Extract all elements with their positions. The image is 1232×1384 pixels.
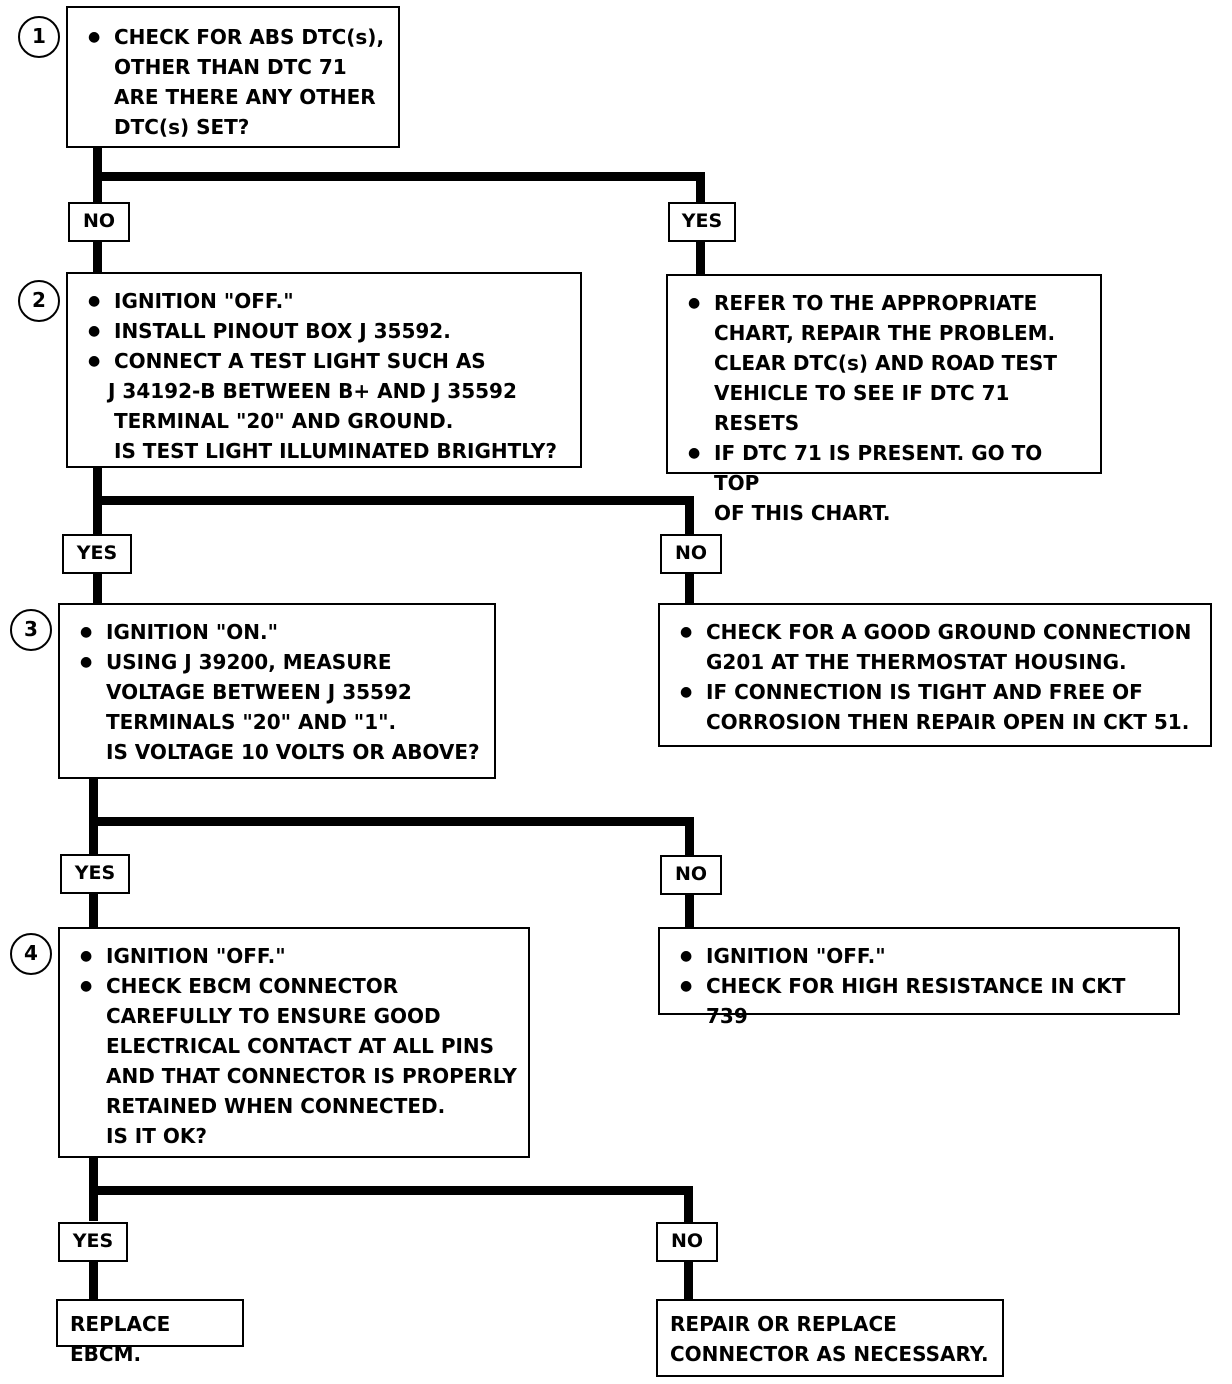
- text-line: CHECK FOR A GOOD GROUND CONNECTION: [706, 620, 1192, 644]
- step-1-bullet: CHECK FOR ABS DTC(s), OTHER THAN DTC 71 …: [80, 22, 390, 142]
- connector: [89, 817, 694, 826]
- text-line: REPAIR OR REPLACE: [670, 1312, 897, 1336]
- result-1-bullet-1: REFER TO THE APPROPRIATE CHART, REPAIR T…: [680, 288, 1092, 438]
- text-line: TERMINALS "20" AND "1".: [106, 710, 397, 734]
- text-line: IF DTC 71 IS PRESENT. GO TO TOP: [714, 441, 1043, 495]
- step-number-3: 3: [10, 609, 52, 651]
- result-ground-connection-box: CHECK FOR A GOOD GROUND CONNECTION G201 …: [658, 603, 1212, 747]
- connector: [685, 893, 694, 929]
- text-line: G201 AT THE THERMOSTAT HOUSING.: [706, 650, 1127, 674]
- no-label: NO: [68, 202, 130, 242]
- result-replace-ebcm-box: REPLACE EBCM.: [56, 1299, 244, 1366]
- text-line: CHECK FOR HIGH RESISTANCE IN CKT 739: [706, 974, 1126, 1028]
- step-number-1: 1: [18, 16, 60, 58]
- connector: [89, 892, 98, 928]
- text-line: IS TEST LIGHT ILLUMINATED BRIGHTLY?: [114, 439, 557, 463]
- step-2-bullet-1: IGNITION "OFF.": [80, 286, 572, 316]
- connector: [89, 1259, 98, 1301]
- text-line: OTHER THAN DTC 71: [114, 55, 347, 79]
- yes-label: YES: [62, 534, 132, 574]
- text-line: CORROSION THEN REPAIR OPEN IN CKT 51.: [706, 710, 1190, 734]
- no-label: NO: [656, 1222, 718, 1262]
- text-line: ARE THERE ANY OTHER: [114, 85, 376, 109]
- result-2-bullet-2: IF CONNECTION IS TIGHT AND FREE OF CORRO…: [672, 677, 1202, 737]
- result-high-resistance-box: IGNITION "OFF." CHECK FOR HIGH RESISTANC…: [658, 927, 1180, 1028]
- no-label: NO: [660, 855, 722, 895]
- step-1-box: CHECK FOR ABS DTC(s), OTHER THAN DTC 71 …: [66, 6, 400, 148]
- text-line: CHECK EBCM CONNECTOR: [106, 974, 399, 998]
- connector: [93, 571, 102, 605]
- text-line: CAREFULLY TO ENSURE GOOD: [106, 1004, 441, 1028]
- text-line: IS IT OK?: [106, 1124, 207, 1148]
- result-1-bullet-2: IF DTC 71 IS PRESENT. GO TO TOP OF THIS …: [680, 438, 1092, 528]
- step-2-box: IGNITION "OFF." INSTALL PINOUT BOX J 355…: [66, 272, 582, 468]
- text-line: INSTALL PINOUT BOX J 35592.: [114, 319, 451, 343]
- text-line: VEHICLE TO SEE IF DTC 71 RESETS: [714, 381, 1010, 435]
- text-line: AND THAT CONNECTOR IS PROPERLY: [106, 1064, 517, 1088]
- text-line: J 34192-B BETWEEN B+ AND J 35592: [108, 379, 517, 403]
- no-label: NO: [660, 534, 722, 574]
- text-line: IGNITION "OFF.": [706, 944, 886, 968]
- step-3-bullet-2: USING J 39200, MEASURE VOLTAGE BETWEEN J…: [72, 647, 486, 767]
- result-refer-chart-box: REFER TO THE APPROPRIATE CHART, REPAIR T…: [666, 274, 1102, 525]
- step-2-bullet-2: INSTALL PINOUT BOX J 35592.: [80, 316, 572, 346]
- text-line: TERMINAL "20" AND GROUND.: [114, 409, 454, 433]
- step-3-bullet-1: IGNITION "ON.": [72, 617, 486, 647]
- connector: [684, 1186, 693, 1222]
- yes-label: YES: [58, 1222, 128, 1262]
- step-4-bullet-2: CHECK EBCM CONNECTOR CAREFULLY TO ENSURE…: [72, 971, 520, 1151]
- text-line: OF THIS CHART.: [714, 501, 891, 525]
- text-line: REPLACE EBCM.: [70, 1312, 171, 1366]
- connector: [93, 172, 705, 181]
- result-3-bullet-2: CHECK FOR HIGH RESISTANCE IN CKT 739: [672, 971, 1170, 1031]
- connector: [89, 777, 98, 854]
- connector: [93, 240, 102, 272]
- text-line: CHECK FOR ABS DTC(s),: [114, 25, 385, 49]
- yes-label: YES: [668, 202, 736, 242]
- result-repair-connector-box: REPAIR OR REPLACE CONNECTOR AS NECESSARY…: [656, 1299, 1004, 1377]
- text-line: IS VOLTAGE 10 VOLTS OR ABOVE?: [106, 740, 480, 764]
- text-line: DTC(s) SET?: [114, 115, 250, 139]
- text-line: CONNECTOR AS NECESSARY.: [670, 1342, 989, 1366]
- text-line: IGNITION "ON.": [106, 620, 279, 644]
- text-line: IF CONNECTION IS TIGHT AND FREE OF: [706, 680, 1143, 704]
- text-line: RETAINED WHEN CONNECTED.: [106, 1094, 446, 1118]
- text-line: IGNITION "OFF.": [106, 944, 286, 968]
- step-4-bullet-1: IGNITION "OFF.": [72, 941, 520, 971]
- step-2-bullet-3: CONNECT A TEST LIGHT SUCH AS J 34192-B B…: [80, 346, 572, 466]
- result-2-bullet-1: CHECK FOR A GOOD GROUND CONNECTION G201 …: [672, 617, 1202, 677]
- result-3-bullet-1: IGNITION "OFF.": [672, 941, 1170, 971]
- step-number-4: 4: [10, 933, 52, 975]
- connector: [696, 172, 705, 202]
- text-line: ELECTRICAL CONTACT AT ALL PINS: [106, 1034, 495, 1058]
- text-line: IGNITION "OFF.": [114, 289, 294, 313]
- step-number-2: 2: [18, 280, 60, 322]
- step-4-box: IGNITION "OFF." CHECK EBCM CONNECTOR CAR…: [58, 927, 530, 1158]
- text-line: REFER TO THE APPROPRIATE: [714, 291, 1038, 315]
- connector: [696, 240, 705, 274]
- connector: [89, 1186, 693, 1195]
- yes-label: YES: [60, 854, 130, 894]
- text-line: CLEAR DTC(s) AND ROAD TEST: [714, 351, 1058, 375]
- connector: [685, 571, 694, 605]
- text-line: USING J 39200, MEASURE: [106, 650, 392, 674]
- connector: [685, 817, 694, 855]
- connector: [684, 1259, 693, 1301]
- text-line: CHART, REPAIR THE PROBLEM.: [714, 321, 1056, 345]
- connector: [93, 496, 694, 505]
- step-3-box: IGNITION "ON." USING J 39200, MEASURE VO…: [58, 603, 496, 779]
- text-line: VOLTAGE BETWEEN J 35592: [106, 680, 412, 704]
- text-line: CONNECT A TEST LIGHT SUCH AS: [114, 349, 486, 373]
